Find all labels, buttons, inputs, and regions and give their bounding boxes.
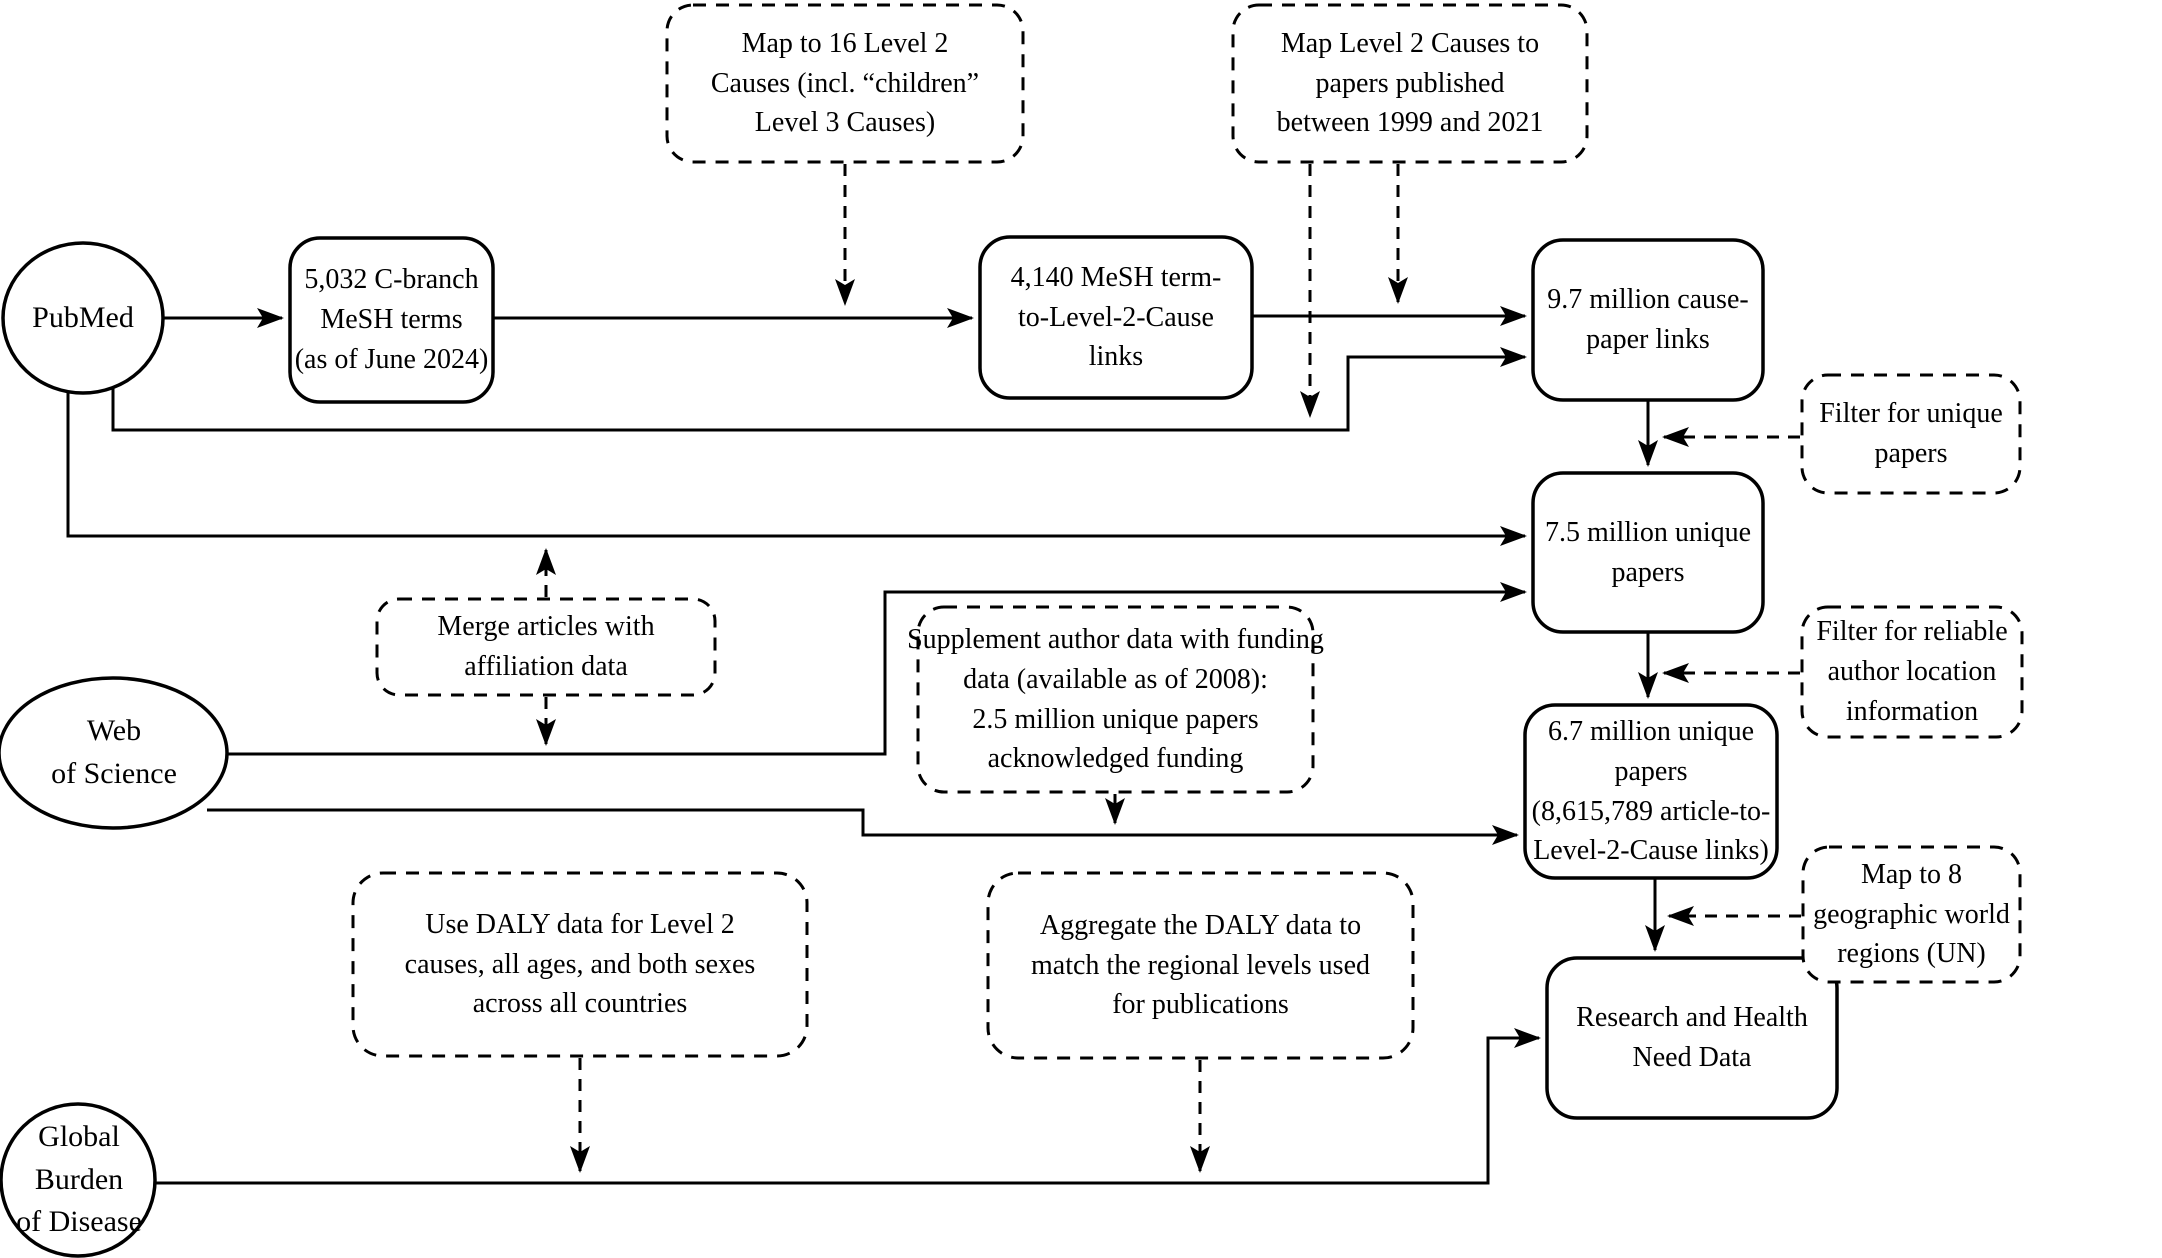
filter-unique-annotation-box bbox=[1800, 373, 2022, 495]
map-papers-annotation-box bbox=[1231, 3, 1589, 164]
edge-wos-to-unique-papers bbox=[227, 582, 1527, 756]
research-health-need-box bbox=[1545, 956, 1839, 1120]
merge-articles-annotation-box bbox=[375, 597, 717, 697]
filter-reliable-annotation-box bbox=[1800, 605, 2024, 739]
cause-paper-links-box bbox=[1531, 238, 1765, 402]
located-papers-box bbox=[1523, 703, 1779, 880]
unique-papers-box bbox=[1531, 471, 1765, 634]
mesh-terms-box bbox=[288, 236, 495, 404]
pubmed-ellipse bbox=[1, 241, 165, 395]
map8-annotation-box bbox=[1801, 845, 2022, 984]
web-of-science-ellipse bbox=[0, 676, 229, 830]
map16-annotation-box bbox=[665, 3, 1025, 164]
use-daly-annotation-box bbox=[351, 871, 809, 1058]
supplement-annotation-box bbox=[916, 605, 1315, 794]
edge-pubmed-to-unique-papers bbox=[66, 392, 1527, 546]
global-burden-of-disease-ellipse bbox=[0, 1102, 157, 1258]
mesh-links-box bbox=[978, 235, 1254, 400]
aggregate-daly-annotation-box bbox=[986, 871, 1415, 1060]
edge-wos-to-located-papers bbox=[207, 808, 1519, 845]
edge-gbd-to-research bbox=[152, 1028, 1541, 1185]
edge-pubmed-to-cause-paper bbox=[111, 347, 1527, 432]
